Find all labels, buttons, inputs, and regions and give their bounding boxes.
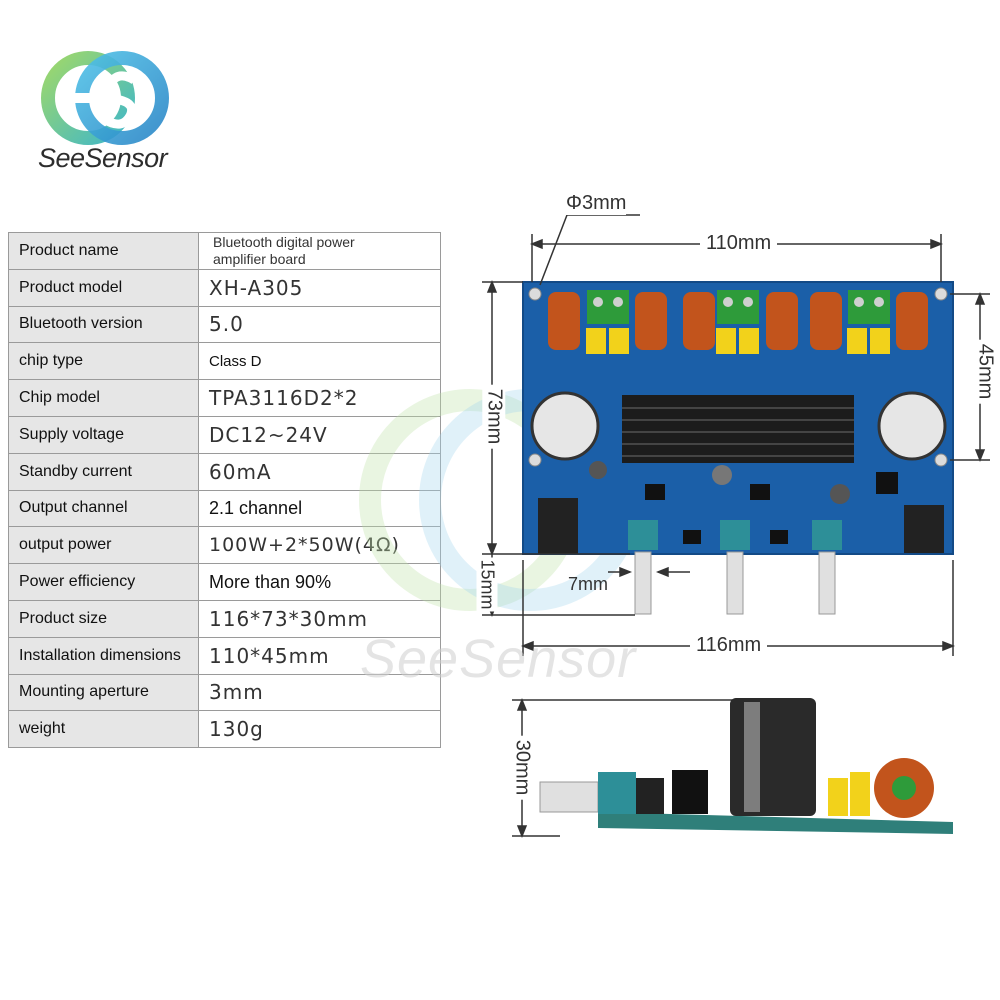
dc-power-jack [538, 498, 578, 554]
spec-value: TPA3116D2*2 [198, 379, 441, 417]
table-row: Output channel 2.1 channel [8, 489, 441, 528]
inductor-group [548, 292, 928, 350]
spec-label: Standby current [8, 452, 199, 491]
table-row: Installation dimensions 110*45mm [8, 636, 441, 675]
brand-watermark: SeeSensor [360, 629, 637, 689]
table-row: output power 100W+2*50W(4Ω) [8, 526, 441, 565]
spec-label: chip type [8, 342, 199, 381]
spec-label: output power [8, 526, 199, 565]
table-row: Supply voltage DC12~24V [8, 415, 441, 454]
spec-value: More than 90% [198, 563, 441, 601]
spec-label: Output channel [8, 489, 199, 528]
table-row: Product name Bluetooth digital power amp… [8, 232, 441, 270]
table-row: Standby current 60mA [8, 452, 441, 491]
spec-value: Class D [198, 342, 441, 381]
table-row: Chip model TPA3116D2*2 [8, 379, 441, 417]
spec-value: XH-A305 [198, 268, 441, 307]
spec-label: Supply voltage [8, 415, 199, 454]
spec-label: Chip model [8, 379, 199, 417]
spec-label: Power efficiency [8, 563, 199, 601]
board-thickness-label: 30mm [510, 735, 534, 800]
heatsink [622, 395, 854, 463]
spec-label: Product name [8, 232, 199, 270]
table-row: weight 130g [8, 710, 441, 749]
spec-value: DC12~24V [198, 415, 441, 454]
mounting-hole [934, 453, 948, 467]
spec-label: Installation dimensions [8, 636, 199, 675]
hole-spacing-width-label: 110mm [700, 232, 778, 255]
spec-value: 110*45mm [198, 636, 441, 675]
spec-table: Product name Bluetooth digital power amp… [8, 232, 441, 749]
spec-label: Mounting aperture [8, 673, 199, 712]
table-row: Power efficiency More than 90% [8, 563, 441, 601]
spec-value: Bluetooth digital power amplifier board [198, 232, 441, 270]
spec-label: Product size [8, 599, 199, 638]
spec-value: 116*73*30mm [198, 599, 441, 638]
table-row: Product size 116*73*30mm [8, 599, 441, 638]
table-row: Product model XH-A305 [8, 268, 441, 307]
yellow-capacitor-group [586, 328, 890, 354]
board-width-label: 116mm [690, 634, 768, 657]
electrolytic-capacitor-side [730, 698, 816, 816]
spec-value: 100W+2*50W(4Ω) [198, 526, 441, 565]
brand-name: SeeSensor [38, 143, 168, 173]
seesensor-logo [41, 51, 169, 145]
hole-dimension-label: Φ3mm [566, 192, 627, 215]
table-row: Bluetooth version 5.0 [8, 305, 441, 344]
electrolytic-capacitor [530, 391, 600, 461]
mounting-hole [528, 453, 542, 467]
spec-label: Product model [8, 268, 199, 307]
spec-value: 3mm [198, 673, 441, 712]
spec-value: 2.1 channel [198, 489, 441, 528]
spec-label: Bluetooth version [8, 305, 199, 344]
knob-offset-label: 7mm [568, 574, 608, 594]
potentiometer-knob-group [628, 520, 842, 615]
table-row: Mounting aperture 3mm [8, 673, 441, 712]
spec-value: 130g [198, 710, 441, 749]
mounting-hole [934, 287, 948, 301]
spec-value: 5.0 [198, 305, 441, 344]
spec-label: weight [8, 710, 199, 749]
speaker-terminal-group [587, 290, 890, 324]
audio-jack [904, 505, 944, 553]
mounting-hole [528, 287, 542, 301]
spec-value: 60mA [198, 452, 441, 491]
pcb-side [598, 812, 953, 834]
table-row: chip type Class D [8, 342, 441, 381]
electrolytic-capacitor [877, 391, 947, 461]
